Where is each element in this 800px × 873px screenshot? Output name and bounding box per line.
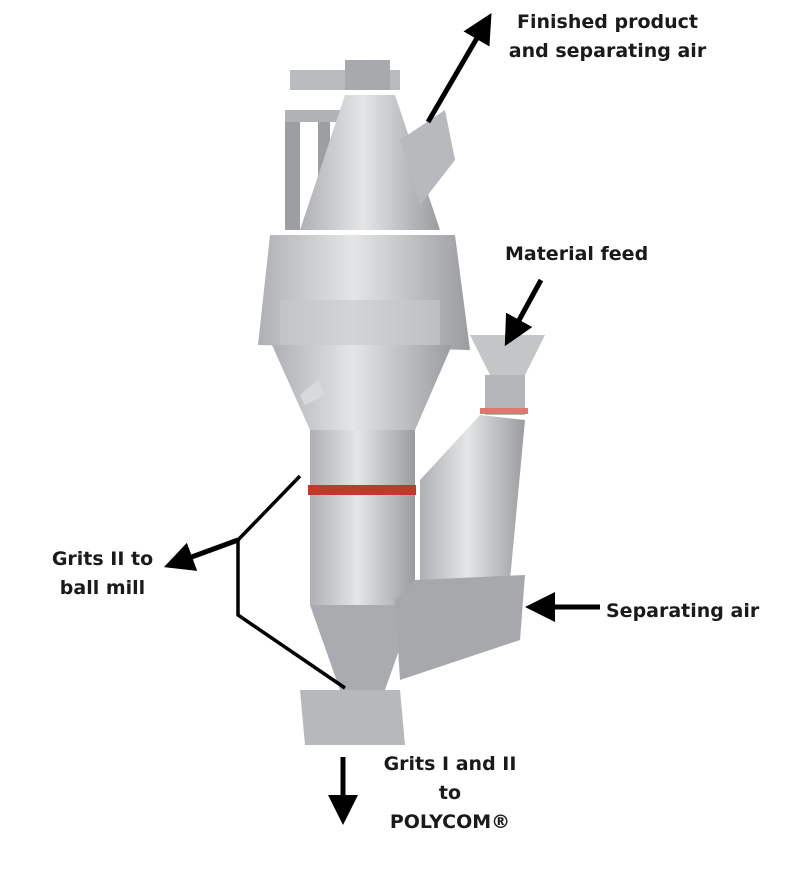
lower-cone	[310, 605, 415, 690]
arrow-finished-product	[425, 13, 492, 124]
label-line: Grits II to	[51, 548, 154, 570]
main-cone	[272, 345, 452, 430]
air-duct	[420, 415, 525, 600]
arrow-grits-ball-mill	[163, 537, 239, 571]
label-line: POLYCOM®	[389, 811, 511, 833]
label-line: Grits I and II to	[383, 753, 517, 804]
label-separating-air: Separating air	[606, 600, 760, 622]
air-inlet-box	[395, 575, 525, 680]
label-line: ball mill	[59, 577, 146, 599]
grits-leader-line	[236, 474, 346, 690]
outlet-duct	[400, 110, 455, 205]
top-cone	[300, 95, 440, 230]
label-grits-polycom: Grits I and II to POLYCOM®	[370, 750, 530, 837]
separator-machine	[258, 60, 545, 745]
label-line: and separating air	[508, 40, 707, 62]
arrow-material-feed	[504, 278, 544, 347]
red-band	[308, 485, 416, 495]
label-line: Finished product	[517, 11, 698, 33]
arrows	[163, 13, 600, 825]
label-finished-product: Finished product and separating air	[505, 8, 710, 66]
grits-outlet	[300, 380, 325, 405]
label-material-feed: Material feed	[505, 243, 649, 265]
label-grits-ball-mill: Grits II to ball mill	[45, 545, 160, 603]
bottom-hopper	[300, 690, 405, 745]
feed-hopper	[470, 335, 545, 375]
